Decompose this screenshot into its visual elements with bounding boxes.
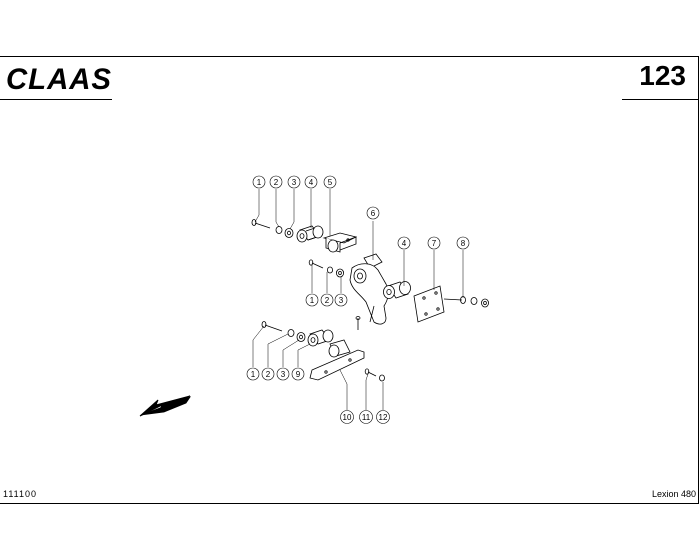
callout-upper-3: 3 [287,175,301,189]
callout-upper-5: 5 [323,175,337,189]
callout-upper-4: 4 [304,175,318,189]
svg-text:10: 10 [343,413,352,422]
svg-text:3: 3 [292,178,297,187]
svg-text:4: 4 [309,178,314,187]
callout-labels: 1 2 3 4 5 6 4 7 8 1 2 3 1 2 [246,175,470,424]
page-number: 123 [639,60,686,91]
svg-text:5: 5 [328,178,333,187]
callout-6: 6 [366,206,380,220]
page-number-underline [622,99,699,100]
direction-arrow-icon [139,395,192,417]
callout-bottom-11: 11 [359,410,373,424]
logo-underline [0,99,112,100]
middle-hardware [308,259,344,278]
callout-bottom-12: 12 [376,410,390,424]
leader-lines [252,189,464,410]
svg-text:1: 1 [310,296,315,305]
document-code: 111100 [3,489,38,499]
callout-upper-2: 2 [269,175,283,189]
svg-text:11: 11 [362,413,371,422]
svg-text:8: 8 [461,239,466,248]
drawing-frame [0,56,699,504]
svg-text:4: 4 [402,239,407,248]
callout-right-8: 8 [456,236,470,250]
right-assembly [383,281,489,323]
callout-middle-2: 2 [320,293,334,307]
lever-part [349,253,389,330]
lower-assembly [261,321,385,382]
callout-right-4: 4 [397,236,411,250]
svg-text:3: 3 [281,370,286,379]
callout-lower-3: 3 [276,367,290,381]
upper-assembly [251,219,358,253]
claas-logo: CLAAS [6,63,112,93]
callout-lower-1: 1 [246,367,260,381]
svg-text:1: 1 [257,178,262,187]
svg-text:2: 2 [325,296,330,305]
svg-text:3: 3 [339,296,344,305]
svg-text:6: 6 [371,209,376,218]
svg-text:7: 7 [432,239,437,248]
svg-text:12: 12 [379,413,388,422]
callout-right-7: 7 [427,236,441,250]
callout-lower-2: 2 [261,367,275,381]
callout-bottom-10: 10 [340,410,354,424]
svg-text:2: 2 [274,178,279,187]
callout-upper-1: 1 [252,175,266,189]
svg-text:2: 2 [266,370,271,379]
callout-middle-1: 1 [305,293,319,307]
callout-lower-9: 9 [291,367,305,381]
svg-text:9: 9 [296,370,301,379]
svg-text:CLAAS: CLAAS [6,63,112,93]
callout-middle-3: 3 [334,293,348,307]
machine-model: Lexion 480 [651,489,696,499]
svg-text:1: 1 [251,370,256,379]
